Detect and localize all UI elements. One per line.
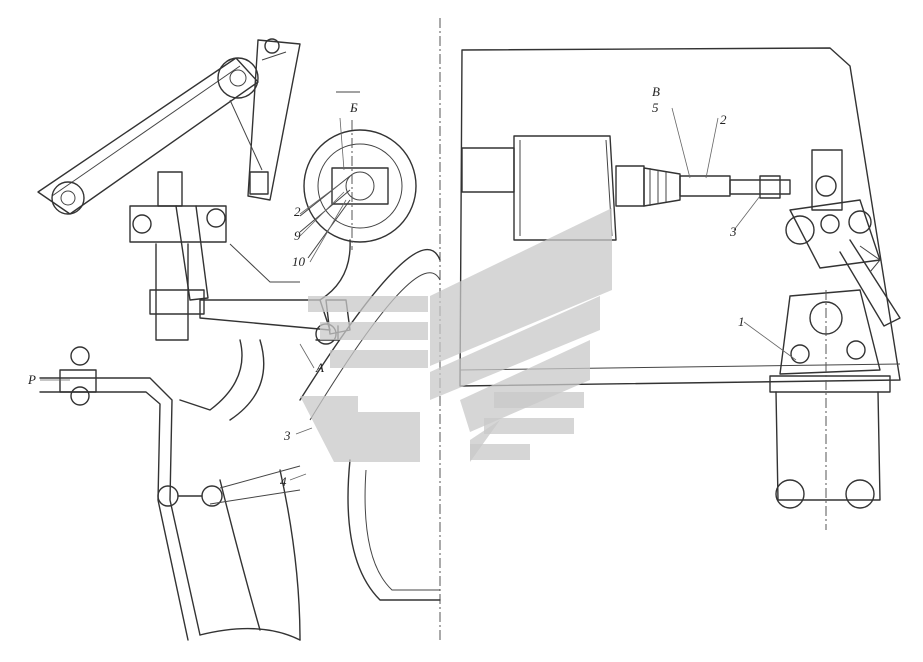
label-v: В [652,84,660,99]
frame-and-panel [39,248,441,641]
label-2-right: 2 [720,112,727,127]
callout-labels: Б 2 9 10 A 3 4 P В 5 2 3 1 [27,84,745,489]
label-5: 5 [652,100,659,115]
leader-lines [40,107,797,481]
master-cylinder [461,135,791,241]
flange-view-b [299,91,417,301]
label-3-right: 3 [729,224,737,239]
label-a: A [315,360,324,375]
watermark-logo [300,208,612,462]
label-2-left: 2 [294,204,301,219]
upper-lever [37,38,301,215]
pedal-assembly [769,149,901,530]
label-b: Б [349,100,358,115]
label-1: 1 [738,314,745,329]
label-9: 9 [294,228,301,243]
label-4: 4 [280,474,287,489]
label-10: 10 [292,254,306,269]
label-3-left: 3 [283,428,291,443]
label-p: P [27,372,36,387]
